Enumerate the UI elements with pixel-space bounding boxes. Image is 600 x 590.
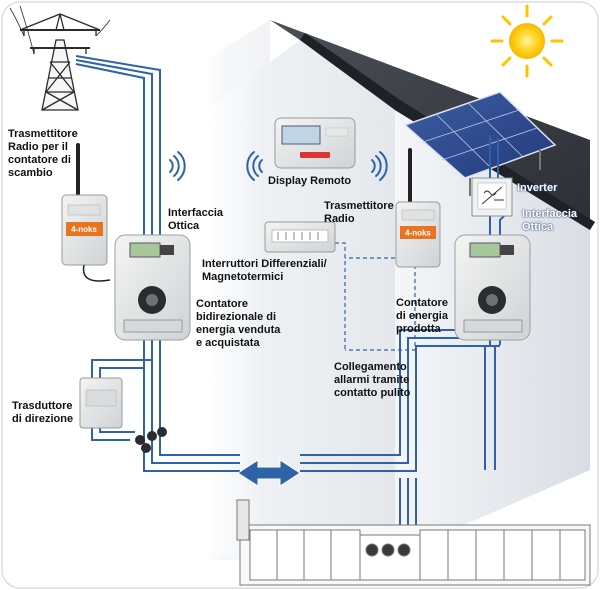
label-alarm-link: Collegamento allarmi tramite contatto pu… (334, 361, 411, 399)
sun-icon (490, 4, 564, 78)
electrical-panel (236, 499, 591, 586)
label-optical-interface-left: Interfaccia Ottica (168, 207, 224, 232)
modem-left-brand: 4-noks (71, 225, 97, 234)
double-arrow-icon (237, 459, 301, 487)
breakers-device (264, 221, 336, 253)
label-inverter: Inverter (517, 182, 558, 194)
direction-transducer-device (79, 377, 167, 453)
label-meter-bidirectional: Contatore bidirezionale di energia vendu… (196, 298, 281, 349)
meter-bidirectional-device (114, 234, 191, 352)
label-radio-transmitter-exchange: Trasmettitore Radio per il contatore di … (8, 128, 78, 179)
radio-transmitter-left: 4-noks (61, 143, 111, 282)
power-pylon-icon (9, 5, 111, 111)
label-remote-display: Display Remoto (268, 175, 352, 187)
radio-transmitter-right: 4-noks (395, 148, 441, 268)
inverter-device (471, 177, 513, 217)
label-optical-interface-right: Interfaccia Ottica (522, 208, 578, 233)
label-meter-produced: Contatore di energia prodotta (396, 297, 448, 335)
solar-panel (403, 91, 557, 196)
remote-display-device (274, 117, 356, 169)
radio-wave-icon (169, 151, 388, 181)
house (205, 20, 595, 560)
meter-production-device (454, 234, 531, 341)
label-breakers: Interruttori Differenziali/ Magnetotermi… (202, 258, 327, 283)
label-radio-transmitter-right: Trasmettitore Radio (324, 200, 394, 225)
modem-right-brand: 4-noks (405, 229, 431, 238)
label-direction-transducer: Trasduttore di direzione (12, 400, 74, 425)
